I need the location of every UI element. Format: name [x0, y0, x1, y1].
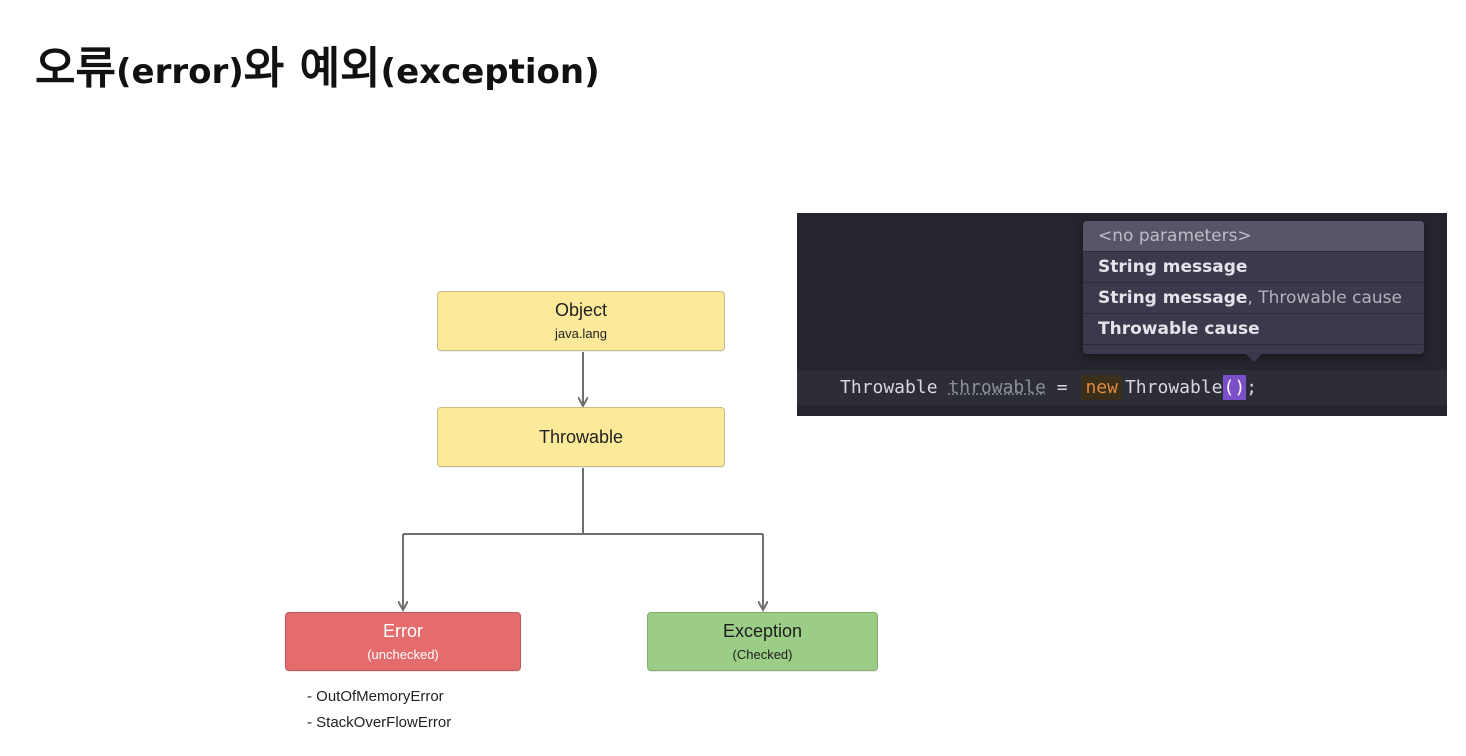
param-option-throwable-cause[interactable]: Throwable cause — [1083, 314, 1424, 345]
ide-code-snippet: <no parameters> String message String me… — [797, 213, 1447, 416]
popup-pointer — [1246, 354, 1262, 362]
code-variable: throwable — [948, 377, 1046, 398]
page-title: 오류(error)와 예외(exception) — [35, 32, 600, 96]
param-option-label: Throwable cause — [1098, 319, 1260, 339]
param-option-label: String message — [1098, 257, 1248, 277]
error-examples-list: - OutOfMemoryError - StackOverFlowError — [307, 684, 451, 736]
code-semicolon: ; — [1246, 377, 1258, 398]
error-example-item: - OutOfMemoryError — [307, 688, 444, 705]
node-error-sub: (unchecked) — [367, 646, 439, 662]
node-throwable-name: Throwable — [538, 427, 624, 447]
title-korean-error: 오류 — [35, 43, 116, 94]
node-error: Error (unchecked) — [285, 612, 521, 671]
node-exception-name: Exception — [722, 620, 803, 641]
param-option-label: <no parameters> — [1098, 226, 1252, 246]
code-keyword-new: new — [1081, 375, 1122, 400]
node-exception-sub: (Checked) — [732, 646, 793, 662]
node-object: Object java.lang — [437, 291, 725, 351]
title-korean-exception: 와 예외 — [243, 43, 381, 94]
code-constructor: Throwable — [1124, 377, 1223, 398]
param-option-string-message[interactable]: String message — [1083, 252, 1424, 283]
param-option-label: String message — [1098, 288, 1248, 308]
node-throwable: Throwable — [437, 407, 725, 467]
title-error-en: (error) — [115, 52, 244, 92]
node-object-name: Object — [554, 300, 608, 320]
parameter-info-popup: <no parameters> String message String me… — [1083, 221, 1424, 362]
error-example-item: - StackOverFlowError — [307, 714, 452, 731]
param-option-string-message-throwable-cause[interactable]: String message, Throwable cause — [1083, 283, 1424, 314]
param-option-extra: , Throwable cause — [1247, 288, 1402, 308]
node-exception: Exception (Checked) — [647, 612, 878, 671]
code-parentheses-caret[interactable]: () — [1222, 375, 1247, 400]
title-exception-en: (exception) — [380, 52, 600, 92]
param-option-no-parameters[interactable]: <no parameters> — [1083, 221, 1424, 252]
node-object-package: java.lang — [554, 326, 608, 341]
code-type: Throwable — [840, 377, 938, 398]
code-equals: = — [1045, 377, 1079, 398]
node-error-name: Error — [383, 620, 423, 641]
